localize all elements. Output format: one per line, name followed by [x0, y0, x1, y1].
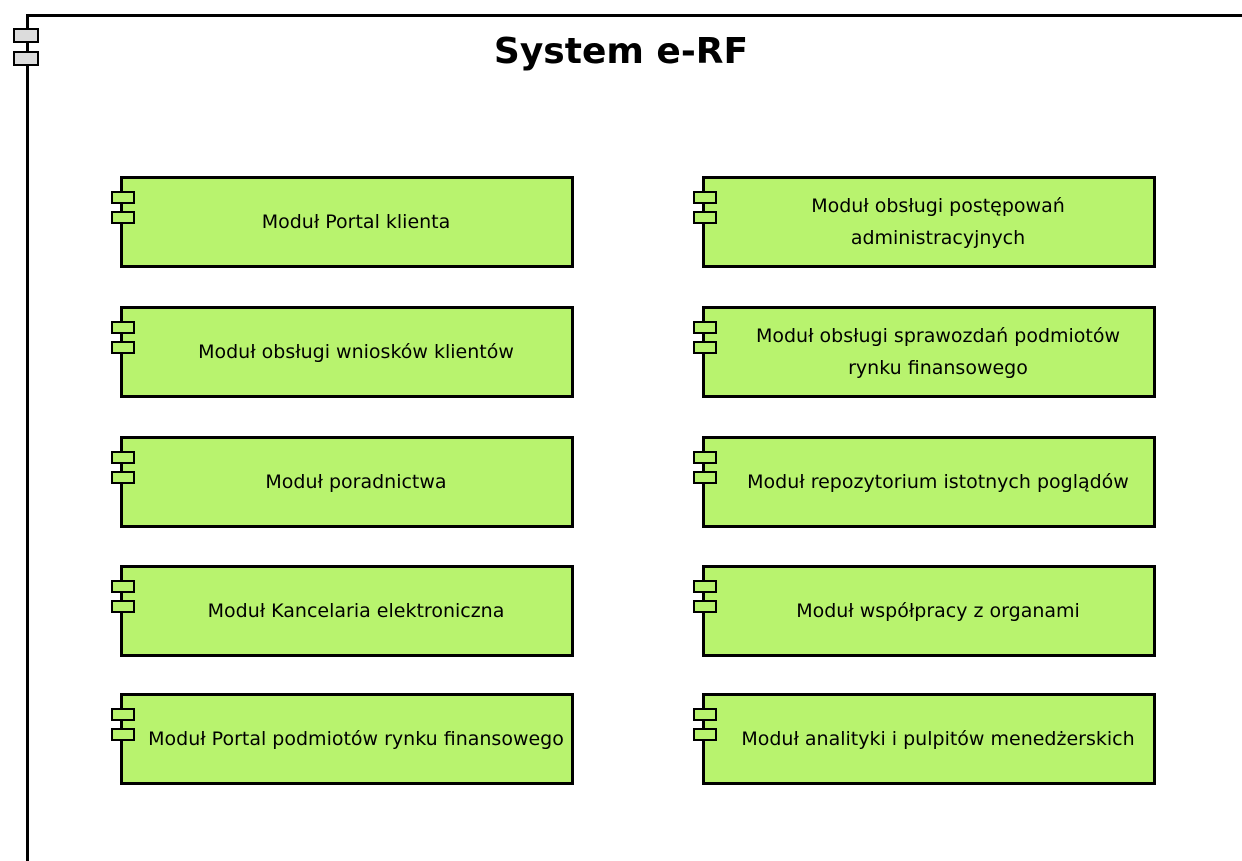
module-kancelaria-elektroniczna: Moduł Kancelaria elektroniczna [111, 565, 574, 657]
module-label: Moduł analityki i pulpitów menedżerskich [741, 728, 1135, 750]
module-label: Moduł obsługi wniosków klientów [198, 341, 514, 363]
module-label: Moduł repozytorium istotnych poglądów [747, 471, 1129, 493]
component-icon [111, 191, 135, 204]
module-repozytorium: Moduł repozytorium istotnych poglądów [693, 436, 1156, 528]
component-icon [693, 451, 717, 464]
module-label: Moduł Portal podmiotów rynku finansowego [148, 728, 564, 750]
component-icon [693, 471, 717, 484]
component-icon [111, 451, 135, 464]
component-icon [693, 600, 717, 613]
component-icon [693, 580, 717, 593]
system-title: System e-RF [493, 31, 749, 72]
component-icon [693, 211, 717, 224]
module-obslugi-postepowan: Moduł obsługi postępowań administracyjny… [693, 176, 1156, 268]
system-component-frame [26, 14, 1242, 861]
component-icon [693, 708, 717, 721]
module-label: Moduł Kancelaria elektroniczna [207, 600, 505, 622]
component-icon [693, 321, 717, 334]
system-component-icon [13, 28, 39, 43]
module-label: Moduł obsługi postępowań administracyjny… [811, 195, 1065, 249]
module-label: Moduł współpracy z organami [796, 600, 1080, 622]
component-icon [111, 600, 135, 613]
module-obslugi-sprawozdan: Moduł obsługi sprawozdań podmiotów rynku… [693, 306, 1156, 398]
component-icon [111, 321, 135, 334]
component-icon [111, 471, 135, 484]
module-wspolpracy: Moduł współpracy z organami [693, 565, 1156, 657]
component-icon [693, 191, 717, 204]
component-icon [111, 211, 135, 224]
component-icon [111, 580, 135, 593]
module-poradnictwa: Moduł poradnictwa [111, 436, 574, 528]
module-analityki: Moduł analityki i pulpitów menedżerskich [693, 693, 1156, 785]
component-icon [111, 341, 135, 354]
module-label: Moduł poradnictwa [265, 471, 447, 493]
system-component-icon [13, 51, 39, 66]
component-icon [693, 341, 717, 354]
module-label: Moduł Portal klienta [261, 211, 451, 233]
module-label: Moduł obsługi sprawozdań podmiotów rynku… [755, 325, 1121, 379]
module-portal-klienta: Moduł Portal klienta [111, 176, 574, 268]
component-icon [111, 728, 135, 741]
module-portal-podmiotow: Moduł Portal podmiotów rynku finansowego [111, 693, 574, 785]
module-obslugi-wnioskow: Moduł obsługi wniosków klientów [111, 306, 574, 398]
component-icon [111, 708, 135, 721]
component-icon [693, 728, 717, 741]
